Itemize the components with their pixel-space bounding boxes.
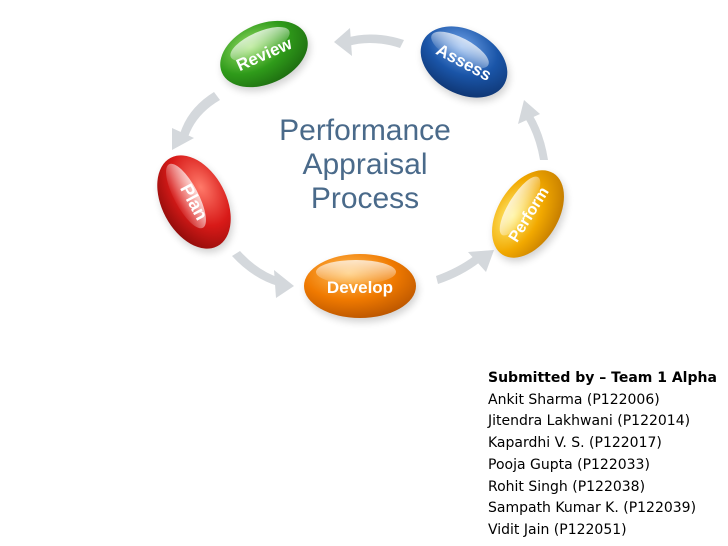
title-line: Appraisal xyxy=(302,148,428,181)
arrow-develop-to-perform xyxy=(436,250,494,284)
title-line: Performance xyxy=(279,114,451,147)
team-member: Vidit Jain (P122051) xyxy=(488,521,627,538)
stage-develop-label: Develop xyxy=(327,278,393,297)
stage-assess: Assess xyxy=(420,26,510,102)
team-member: Jitendra Lakhwani (P122014) xyxy=(488,413,691,430)
arrow-plan-to-develop xyxy=(232,251,294,298)
stage-plan: Plan xyxy=(157,155,233,253)
arrow-review-to-plan xyxy=(172,92,220,150)
title-line: Process xyxy=(310,182,420,215)
arrow-assess-to-review xyxy=(334,28,404,56)
arrow-perform-to-assess xyxy=(518,100,548,160)
team-member: Rohit Singh (P122038) xyxy=(488,478,646,495)
team-credits: Submitted by – Team 1 Alpha Ankit Sharma… xyxy=(488,368,724,542)
stage-develop: Develop xyxy=(304,254,418,322)
team-member: Sampath Kumar K. (P122039) xyxy=(488,500,697,517)
team-member: Pooja Gupta (P122033) xyxy=(488,456,650,473)
diagram-title: Performance Appraisal Process xyxy=(250,114,480,216)
stage-perform: Perform xyxy=(492,170,566,262)
team-heading: Submitted by – Team 1 Alpha xyxy=(488,370,717,386)
stage-review: Review xyxy=(220,20,310,92)
team-member: Kapardhi V. S. (P122017) xyxy=(488,435,662,452)
team-member: Ankit Sharma (P122006) xyxy=(488,391,660,408)
